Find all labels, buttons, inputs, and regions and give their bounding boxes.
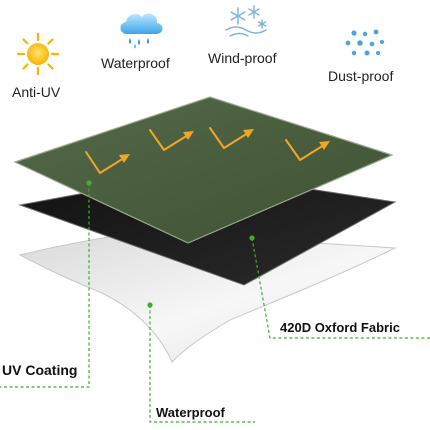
feature-label-windproof: Wind-proof [208, 50, 277, 66]
arrow-head [319, 141, 330, 150]
callout-label-fabric: 420D Oxford Fabric [280, 320, 400, 335]
feature-label-anti-uv: Anti-UV [12, 84, 61, 100]
callout-dot [249, 235, 255, 241]
arrow-head [243, 129, 254, 138]
callout-label-uv-coating: UV Coating [2, 362, 78, 378]
rain-cloud-icon [120, 13, 163, 49]
green-fabric-layer [13, 96, 394, 244]
arrow-head [183, 131, 194, 140]
callout-leader-lines [0, 183, 430, 423]
callout-label-waterproof: Waterproof [156, 405, 225, 420]
snowflake-wind-icon [225, 5, 267, 37]
sun-icon [16, 32, 60, 76]
feature-label-dustproof: Dust-proof [328, 68, 394, 84]
callout-dot [86, 180, 92, 186]
callout-dot [147, 302, 153, 308]
dust-dots-icon [345, 29, 384, 56]
feature-label-waterproof: Waterproof [101, 55, 170, 71]
arrow-head [119, 154, 130, 163]
arrow-marks [85, 127, 325, 174]
